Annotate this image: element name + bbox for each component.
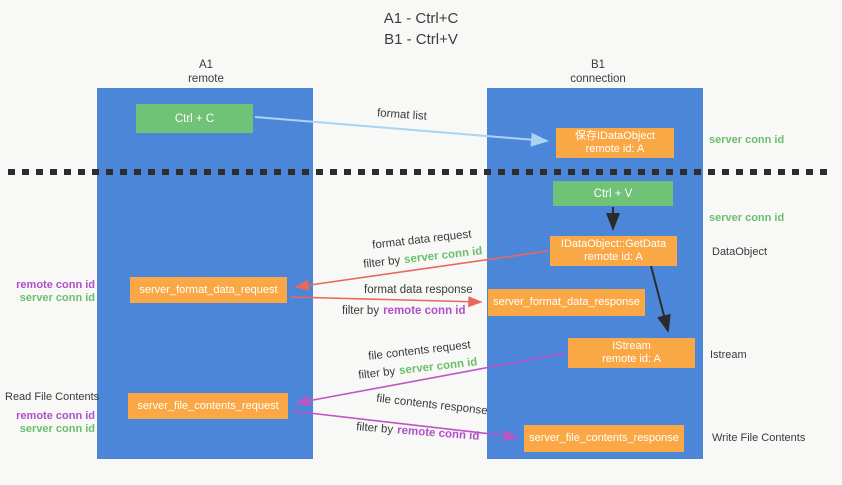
remote-conn-id-key: remote conn id: [383, 305, 466, 317]
save-dataobject-box: 保存IDataObject remote id: A: [556, 128, 674, 158]
getdata-line1: IDataObject::GetData: [560, 238, 667, 250]
lifeline-a1-subtitle: remote: [188, 73, 224, 85]
istream-box: IStream remote id: A: [568, 338, 695, 368]
title-line-ctrl-c: A1 - Ctrl+C: [383, 10, 459, 27]
server-file-contents-request-box: server_file_contents_request: [128, 393, 288, 419]
ctrl-c-label: Ctrl + C: [174, 112, 215, 125]
right-server-conn-id-top: server conn id: [709, 134, 785, 146]
save-dataobject-line1: 保存IDataObject: [574, 130, 656, 142]
title-line-ctrl-v: B1 - Ctrl+V: [384, 31, 458, 48]
lifeline-b1-subtitle: connection: [570, 73, 626, 85]
file-contents-response-arrow: [291, 410, 519, 442]
left-server-conn-id-label: server conn id: [19, 292, 95, 304]
istream-line2: remote id: A: [602, 353, 661, 365]
format-data-response-arrow: [289, 296, 483, 308]
left-server-conn-id-label-2: server conn id: [19, 423, 95, 435]
istream-side-label: Istream: [710, 349, 747, 361]
write-file-contents-label: Write File Contents: [712, 432, 806, 444]
server-format-data-request-label: server_format_data_request: [139, 283, 278, 296]
getdata-to-istream-arrow: [650, 265, 671, 333]
left-remote-conn-id-label-2: remote conn id: [16, 410, 95, 422]
left-remote-conn-id-label: remote conn id: [16, 279, 95, 291]
lifeline-header-b1: B1 connection: [528, 58, 668, 86]
right-server-conn-id-mid: server conn id: [709, 212, 785, 224]
file-contents-request-arrow: [295, 352, 567, 407]
lifeline-a1-title: A1: [198, 59, 214, 71]
format-data-request-arrow: [294, 250, 549, 291]
server-format-data-response-box: server_format_data_response: [488, 289, 645, 316]
dataobject-label: DataObject: [712, 246, 768, 258]
server-file-contents-request-label: server_file_contents_request: [137, 399, 279, 412]
getdata-line2: remote id: A: [584, 251, 643, 263]
lifeline-header-a1: A1 remote: [136, 58, 276, 86]
diagram-title: A1 - Ctrl+C B1 - Ctrl+V: [0, 8, 842, 50]
ctrl-c-keypress-box: Ctrl + C: [136, 104, 253, 133]
filter-by-text: filter by: [342, 305, 380, 317]
istream-line1: IStream: [612, 340, 651, 352]
format-data-response-label: format data response: [364, 284, 473, 296]
ctrl-v-label: Ctrl + V: [593, 187, 633, 200]
server-format-data-request-box: server_format_data_request: [130, 277, 287, 303]
copy-paste-divider-line: [8, 169, 830, 175]
lifeline-b1-title: B1: [590, 59, 606, 71]
save-dataobject-line2: remote id: A: [585, 143, 645, 155]
read-file-contents-label: Read File Contents: [5, 391, 100, 403]
ctrl-v-keypress-box: Ctrl + V: [553, 181, 673, 206]
server-file-contents-response-box: server_file_contents_response: [524, 425, 684, 452]
getdata-box: IDataObject::GetData remote id: A: [550, 236, 677, 266]
format-list-arrow: [254, 116, 549, 147]
server-format-data-response-label: server_format_data_response: [493, 296, 640, 308]
server-file-contents-response-label: server_file_contents_response: [529, 432, 679, 444]
